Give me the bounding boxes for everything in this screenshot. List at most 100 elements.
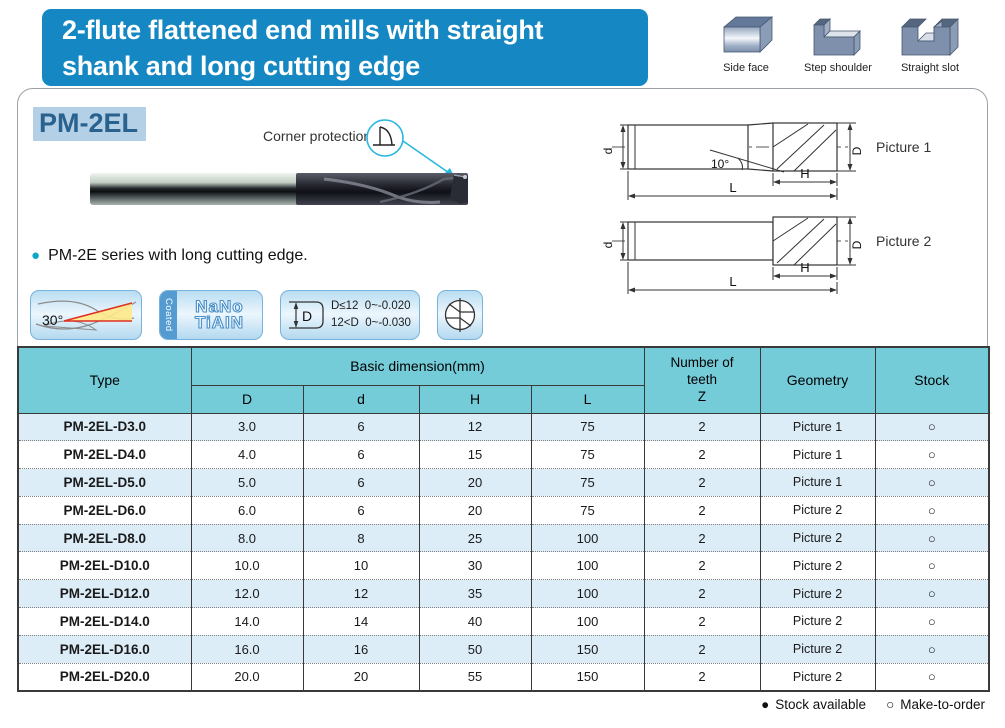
cell-stock: ○ — [874, 607, 990, 636]
cell-d: 6 — [302, 468, 420, 497]
end-mill-photo — [90, 173, 468, 205]
cell-D: 12.0 — [190, 579, 304, 608]
cell-L: 150 — [530, 634, 645, 664]
table-row: PM-2EL-D12.0 12.0 12 35 100 2 Picture 2 … — [17, 579, 990, 608]
cell-geometry: Picture 2 — [759, 634, 876, 664]
cell-d: 14 — [302, 607, 420, 636]
cell-H: 20 — [418, 468, 532, 497]
cell-geometry: Picture 2 — [759, 551, 876, 580]
cell-L: 75 — [530, 413, 645, 441]
coating-badge: Coated NaNo TiAIN — [159, 290, 263, 340]
cell-type: PM-2EL-D12.0 — [17, 579, 192, 608]
application-side-face: Side face — [705, 12, 787, 74]
col-type: Type — [17, 347, 192, 414]
page-title-banner: 2-flute flattened end mills with straigh… — [42, 9, 648, 86]
drawing-label: Picture 1 — [876, 139, 931, 155]
cell-stock: ○ — [874, 523, 990, 552]
cell-stock: ○ — [874, 662, 990, 691]
table-row: PM-2EL-D10.0 10.0 10 30 100 2 Picture 2 … — [17, 551, 990, 580]
tolerance-badge: D D≤12 0~-0.020 12<D 0~-0.030 — [280, 290, 420, 340]
bullet-icon: ● — [31, 247, 41, 264]
cell-d: 12 — [302, 579, 420, 608]
cell-H: 35 — [418, 579, 532, 608]
table-row: PM-2EL-D8.0 8.0 8 25 100 2 Picture 2 ○ — [17, 523, 990, 552]
cell-stock: ○ — [874, 634, 990, 664]
legend-make-to-order: ○Make-to-order — [886, 697, 985, 712]
cell-D: 4.0 — [190, 440, 304, 469]
cell-L: 75 — [530, 440, 645, 469]
cell-d: 16 — [302, 634, 420, 664]
cell-H: 55 — [418, 662, 532, 691]
cell-H: 40 — [418, 607, 532, 636]
cell-L: 100 — [530, 579, 645, 608]
stock-legend: ●Stock available ○Make-to-order — [761, 697, 985, 712]
application-icons: Side face Step shoulder Straight slot — [705, 12, 971, 74]
cell-H: 20 — [418, 495, 532, 525]
cell-geometry: Picture 1 — [759, 413, 876, 441]
open-circle-icon: ○ — [886, 697, 895, 712]
cell-L: 100 — [530, 607, 645, 636]
cell-L: 75 — [530, 495, 645, 525]
cell-geometry: Picture 2 — [759, 495, 876, 525]
helix-angle-badge: 30° — [30, 290, 142, 340]
cell-type: PM-2EL-D6.0 — [17, 495, 192, 525]
cell-L: 150 — [530, 662, 645, 691]
dim-H: H — [800, 166, 809, 181]
table-row: PM-2EL-D14.0 14.0 14 40 100 2 Picture 2 … — [17, 607, 990, 636]
cell-type: PM-2EL-D10.0 — [17, 551, 192, 580]
helix-angle-value: 30° — [42, 312, 63, 328]
side-face-icon — [722, 16, 774, 53]
application-label: Step shoulder — [804, 62, 872, 74]
cell-D: 6.0 — [190, 495, 304, 525]
table-row: PM-2EL-D16.0 16.0 16 50 150 2 Picture 2 … — [17, 634, 990, 664]
cell-geometry: Picture 2 — [759, 579, 876, 608]
cell-stock: ○ — [874, 440, 990, 469]
col-d: d — [302, 385, 420, 414]
series-name: PM-2EL — [33, 107, 147, 141]
drawing-picture-2: d D H L Picture 2 — [601, 216, 931, 294]
cell-L: 100 — [530, 523, 645, 552]
cell-Z: 2 — [643, 634, 761, 664]
cell-Z: 2 — [643, 551, 761, 580]
coated-label: Coated — [160, 291, 177, 339]
cell-H: 12 — [418, 413, 532, 441]
cell-geometry: Picture 1 — [759, 468, 876, 497]
cell-geometry: Picture 2 — [759, 607, 876, 636]
col-group-basic-dimension: Basic dimension(mm) — [190, 347, 645, 386]
cell-D: 5.0 — [190, 468, 304, 497]
dim-D: D — [850, 146, 864, 155]
flute-count-badge — [437, 290, 483, 340]
cell-D: 10.0 — [190, 551, 304, 580]
cell-stock: ○ — [874, 551, 990, 580]
application-straight-slot: Straight slot — [889, 12, 971, 74]
cell-Z: 2 — [643, 662, 761, 691]
col-D: D — [190, 385, 304, 414]
col-L: L — [530, 385, 645, 414]
corner-protection-label: Corner protection — [263, 128, 372, 144]
cell-L: 75 — [530, 468, 645, 497]
cell-geometry: Picture 2 — [759, 662, 876, 691]
drawing-label: Picture 2 — [876, 233, 931, 249]
cell-Z: 2 — [643, 579, 761, 608]
application-label: Side face — [723, 62, 769, 74]
dim-L: L — [729, 180, 736, 195]
straight-slot-icon — [901, 18, 959, 56]
cell-D: 14.0 — [190, 607, 304, 636]
table-row: PM-2EL-D4.0 4.0 6 15 75 2 Picture 1 ○ — [17, 440, 990, 469]
cell-stock: ○ — [874, 468, 990, 497]
helix-angle-icon: 30° — [35, 300, 137, 331]
cell-d: 8 — [302, 523, 420, 552]
dim-H: H — [800, 260, 809, 275]
cell-H: 50 — [418, 634, 532, 664]
dim-L: L — [729, 274, 736, 289]
tolerance-diagram-icon: D — [289, 301, 324, 329]
cell-d: 6 — [302, 495, 420, 525]
cell-type: PM-2EL-D16.0 — [17, 634, 192, 664]
cell-d: 6 — [302, 440, 420, 469]
col-teeth: Number of teeth Z — [643, 347, 761, 414]
cell-H: 30 — [418, 551, 532, 580]
tolerance-values: D≤12 0~-0.020 12<D 0~-0.030 — [331, 300, 411, 329]
step-shoulder-icon — [813, 18, 861, 56]
cell-H: 25 — [418, 523, 532, 552]
cell-stock: ○ — [874, 495, 990, 525]
